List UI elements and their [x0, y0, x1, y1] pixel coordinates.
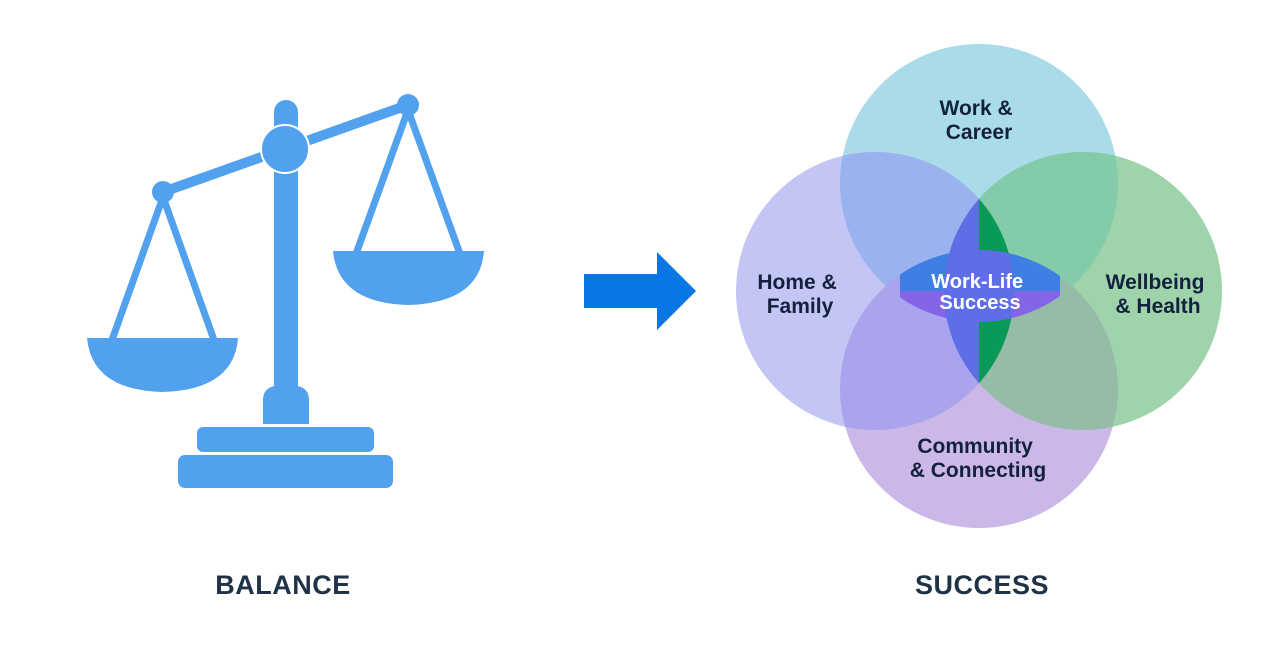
scale-foot: [263, 386, 309, 424]
label-work-life-success: Work-Life Success: [931, 271, 1028, 314]
scale-left-string-1: [108, 195, 167, 342]
scale-pole: [274, 170, 298, 400]
scale-right-string-1: [352, 108, 412, 256]
scale-left-string-2: [159, 195, 218, 342]
caption-success: SUCCESS: [914, 570, 1050, 600]
label-work-career: Work & Career: [940, 97, 1019, 144]
label-community-connecting: Community & Connecting: [910, 435, 1047, 482]
overlap-all: [944, 250, 1014, 322]
scale-right-string-2: [404, 108, 464, 256]
scale-right-hinge: [397, 94, 419, 116]
venn-diagram: Work & Career Home & Family Wellbeing & …: [736, 44, 1222, 528]
scale-pivot: [260, 124, 310, 174]
scale-left-pan: [87, 338, 238, 392]
right-arrow-icon: [584, 252, 696, 330]
caption-balance: BALANCE: [215, 570, 351, 600]
label-wellbeing-health: Wellbeing & Health: [1106, 271, 1211, 318]
scale-base-lower: [178, 455, 393, 488]
scale-left-hinge: [152, 181, 174, 203]
scale-base-upper: [197, 427, 374, 452]
label-home-family: Home & Family: [757, 271, 842, 318]
balance-scale-icon: [87, 94, 484, 488]
scale-right-pan: [333, 251, 484, 305]
